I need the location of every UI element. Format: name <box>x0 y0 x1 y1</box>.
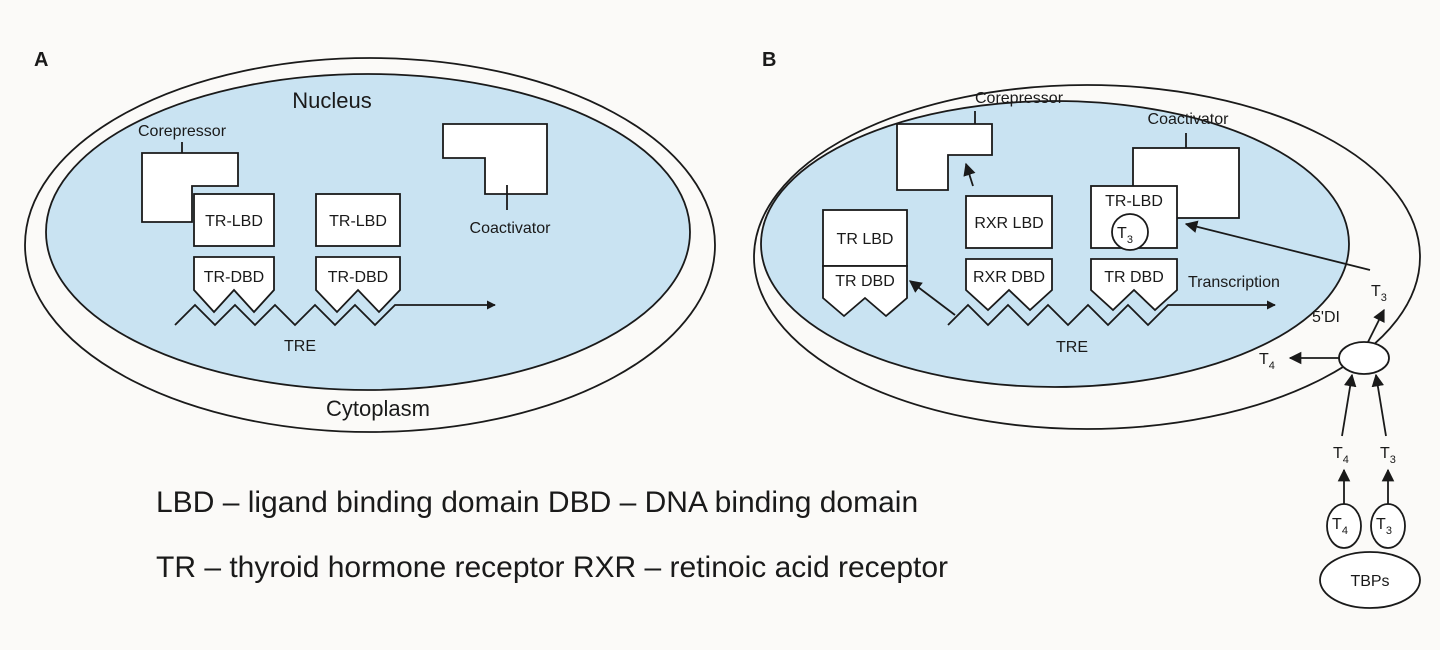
panel-b-tr-dbd-label: TR DBD <box>835 273 895 290</box>
panel-b-t3-label: T3 <box>1371 283 1387 304</box>
panel-b-conversion-arrow <box>1367 308 1385 343</box>
panel-a-corepressor-label: Corepressor <box>138 123 227 140</box>
panel-b-rxr-dbd <box>965 258 1053 312</box>
panel-b-t4-in-label: T4 <box>1333 445 1349 466</box>
panel-a-tr-lbd-1-label: TR-LBD <box>205 213 263 230</box>
panel-a-letter: A <box>34 49 48 71</box>
panel-b-dna-strand <box>947 303 1185 327</box>
panel-b-tr-release-arrow <box>908 280 956 316</box>
legend-line-1: LBD – ligand binding domain DBD – DNA bi… <box>156 486 918 519</box>
panel-a-tr-lbd-2-label: TR-LBD <box>329 213 387 230</box>
panel-b-t3-ligand <box>1111 213 1149 251</box>
panel-b-tbps <box>1319 551 1421 609</box>
panel-b-t3-entry-arrow <box>1371 373 1387 437</box>
panel-b-letter: B <box>762 49 776 71</box>
panel-a-nucleus-label: Nucleus <box>292 88 371 113</box>
panel-b-t3-ligand-label: T3 <box>1117 225 1133 246</box>
panel-a-cytoplasm-label: Cytoplasm <box>326 396 430 421</box>
panel-b-tr-lbd-bound-label: TR-LBD <box>1105 193 1163 210</box>
panel-b-corepressor-release-arrow <box>963 162 976 187</box>
panel-b-5di-label: 5'DI <box>1312 309 1340 326</box>
panel-b-t4-bound-label: T4 <box>1332 516 1348 537</box>
panel-b-tbps-label: TBPs <box>1350 573 1389 590</box>
legend: LBD – ligand binding domain DBD – DNA bi… <box>156 486 948 584</box>
panel-b-rxr-lbd <box>965 195 1053 249</box>
panel-b-tr-dbd-2-label: TR DBD <box>1104 269 1164 286</box>
panel-b-cell-membrane <box>753 84 1421 430</box>
panel-b-t3-in-label: T3 <box>1380 445 1396 466</box>
panel-a-cell-membrane <box>24 57 716 433</box>
panel-a-coactivator-label: Coactivator <box>470 220 552 237</box>
panel-b-corepressor-shape <box>896 123 993 191</box>
panel-b-t3-bound <box>1370 503 1406 549</box>
panel-b-corepressor-label: Corepressor <box>975 90 1064 107</box>
panel-b: B Corepressor Coactivator TR LBD TR DBD … <box>753 49 1421 609</box>
panel-a-tr-dbd-1 <box>193 256 275 314</box>
panel-b-t3-bound-label: T3 <box>1376 516 1392 537</box>
panel-b-transcription-label: Transcription <box>1188 274 1280 291</box>
panel-a-dna-strand <box>174 303 408 327</box>
panel-a-coactivator-shape <box>442 123 548 195</box>
panel-b-rxr-dbd-label: RXR DBD <box>973 269 1045 286</box>
panel-a-corepressor-shape <box>141 152 239 223</box>
panel-a: A Nucleus Cytoplasm Corepressor Coactiva… <box>24 49 716 433</box>
panel-a-tr-lbd-1 <box>193 193 275 247</box>
legend-line-2: TR – thyroid hormone receptor RXR – reti… <box>156 551 948 584</box>
panel-a-tr-lbd-2 <box>315 193 401 247</box>
panel-b-t3-to-receptor-arrow <box>1184 220 1371 271</box>
panel-b-tr-dbd <box>822 265 908 318</box>
panel-a-tre-label: TRE <box>284 338 316 355</box>
panel-a-tr-dbd-2-label: TR-DBD <box>328 269 388 286</box>
panel-b-tr-dbd-2 <box>1090 258 1178 312</box>
panel-a-tr-dbd-1-label: TR-DBD <box>204 269 264 286</box>
panel-b-t4-bound <box>1326 503 1362 549</box>
panel-b-tr-lbd-label: TR LBD <box>837 231 894 248</box>
panel-b-coactivator-label: Coactivator <box>1148 111 1230 128</box>
panel-b-t4-out-label: T4 <box>1259 351 1275 372</box>
panel-a-tr-dbd-2 <box>315 256 401 314</box>
panel-b-transporter <box>1338 341 1390 375</box>
panel-b-t4-entry-arrow <box>1341 373 1357 437</box>
panel-b-rxr-lbd-label: RXR LBD <box>974 215 1043 232</box>
panel-b-tre-label: TRE <box>1056 339 1088 356</box>
